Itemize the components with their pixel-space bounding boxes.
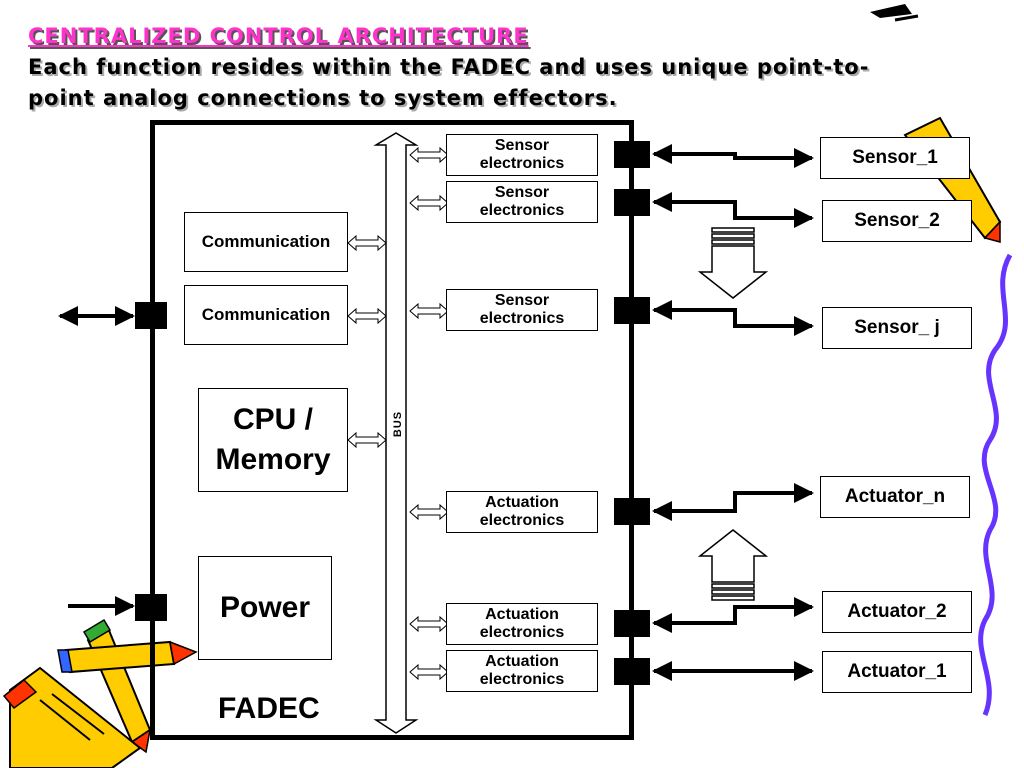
power-box: Power [198, 556, 332, 660]
actuation-electronics-label: Actuation [485, 653, 559, 670]
sensor-electronics-box-j: Sensor electronics [446, 289, 598, 331]
ribbon-curl-icon [978, 253, 1013, 716]
sensor-electronics-box-2: Sensor electronics [446, 181, 598, 223]
left-wires [58, 306, 135, 616]
cpu-memory-box: CPU / Memory [198, 388, 348, 492]
power-label: Power [219, 591, 311, 624]
communication-label-2: Communication [201, 305, 331, 324]
sensor-1-label: Sensor_1 [852, 147, 938, 168]
actuator-1-label: Actuator_1 [847, 661, 947, 682]
sensor-electronics-label: Sensor [494, 184, 550, 201]
communication-box-2: Communication [184, 285, 348, 345]
bus-label: BUS [392, 410, 404, 438]
actuation-electronics-box-n: Actuation electronics [446, 491, 598, 533]
pencil-cluster-icon [2, 618, 198, 768]
sensor-electronics-label: electronics [479, 202, 565, 219]
actuation-electronics-label: Actuation [485, 606, 559, 623]
sensor-2-label: Sensor_2 [854, 210, 940, 231]
actuation-electronics-box-2: Actuation electronics [446, 603, 598, 645]
actuation-electronics-label: electronics [479, 624, 565, 641]
sensor-electronics-label: Sensor [494, 137, 550, 154]
subtitle-line-2: point analog connections to system effec… [28, 86, 618, 110]
sensor-electronics-label: electronics [479, 155, 565, 172]
sensor-electronics-box-1: Sensor electronics [446, 134, 598, 176]
cpu-label: CPU / [232, 403, 313, 436]
subtitle-line-1: Each function resides within the FADEC a… [28, 55, 870, 79]
actuator-wires [652, 483, 814, 681]
sensor-electronics-label: electronics [479, 310, 565, 327]
sensor-2-box: Sensor_2 [822, 200, 972, 242]
fadec-label: FADEC [218, 692, 320, 725]
bus-arrow [373, 132, 419, 734]
sensor-wires [652, 144, 814, 336]
actuator-2-box: Actuator_2 [822, 591, 972, 633]
actuator-1-box: Actuator_1 [822, 651, 972, 693]
actuation-electronics-label: electronics [479, 671, 565, 688]
sensor-1-box: Sensor_1 [820, 137, 970, 179]
actuation-electronics-label: electronics [479, 512, 565, 529]
sensor-electronics-label: Sensor [494, 292, 550, 309]
sensor-continuation-arrow [697, 227, 769, 299]
slide-title: CENTRALIZED CONTROL ARCHITECTURE [28, 24, 529, 48]
actuation-electronics-label: Actuation [485, 494, 559, 511]
actuator-continuation-arrow [697, 529, 769, 601]
sensor-j-box: Sensor_ j [822, 307, 972, 349]
actuation-electronics-box-1: Actuation electronics [446, 650, 598, 692]
sensor-j-label: Sensor_ j [854, 317, 940, 338]
communication-label-1: Communication [201, 232, 331, 251]
actuator-n-label: Actuator_n [844, 486, 946, 507]
memory-label: Memory [215, 443, 331, 476]
fadec-frame [150, 120, 634, 740]
actuator-n-box: Actuator_n [820, 476, 970, 518]
actuator-2-label: Actuator_2 [847, 601, 947, 622]
communication-box-1: Communication [184, 212, 348, 272]
